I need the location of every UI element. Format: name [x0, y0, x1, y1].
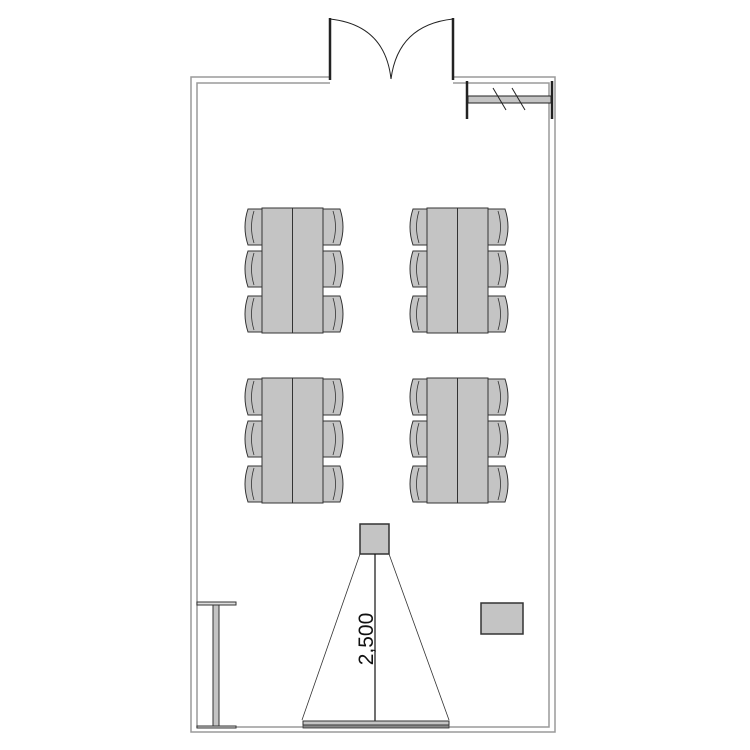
chair [244, 250, 263, 288]
chair [322, 465, 344, 503]
table-group-4 [409, 377, 509, 504]
chair [322, 208, 344, 246]
double-door [328, 18, 455, 80]
projection-cone [301, 553, 450, 721]
chair [244, 208, 263, 246]
chair [322, 378, 344, 416]
chair [487, 295, 509, 333]
chair [409, 465, 428, 503]
chair [244, 295, 263, 333]
chair [487, 378, 509, 416]
table-group-1 [244, 207, 344, 334]
chair [322, 250, 344, 288]
chair [244, 465, 263, 503]
chair [487, 420, 509, 458]
window-rail [465, 81, 554, 119]
chair [409, 250, 428, 288]
table-group-3 [244, 377, 344, 504]
dimension-label: 2,500 [355, 613, 378, 666]
chair [487, 465, 509, 503]
table-group-2 [409, 207, 509, 334]
chair [244, 420, 263, 458]
projection-screen [302, 720, 450, 729]
chair [487, 208, 509, 246]
chair [244, 378, 263, 416]
chair [322, 420, 344, 458]
side-cabinet [480, 602, 524, 635]
chair [322, 295, 344, 333]
chair [487, 250, 509, 288]
projector [359, 523, 390, 555]
table-groups [244, 207, 509, 504]
chair [409, 378, 428, 416]
chair [409, 295, 428, 333]
chair [409, 420, 428, 458]
side-stand [196, 601, 237, 729]
chair [409, 208, 428, 246]
